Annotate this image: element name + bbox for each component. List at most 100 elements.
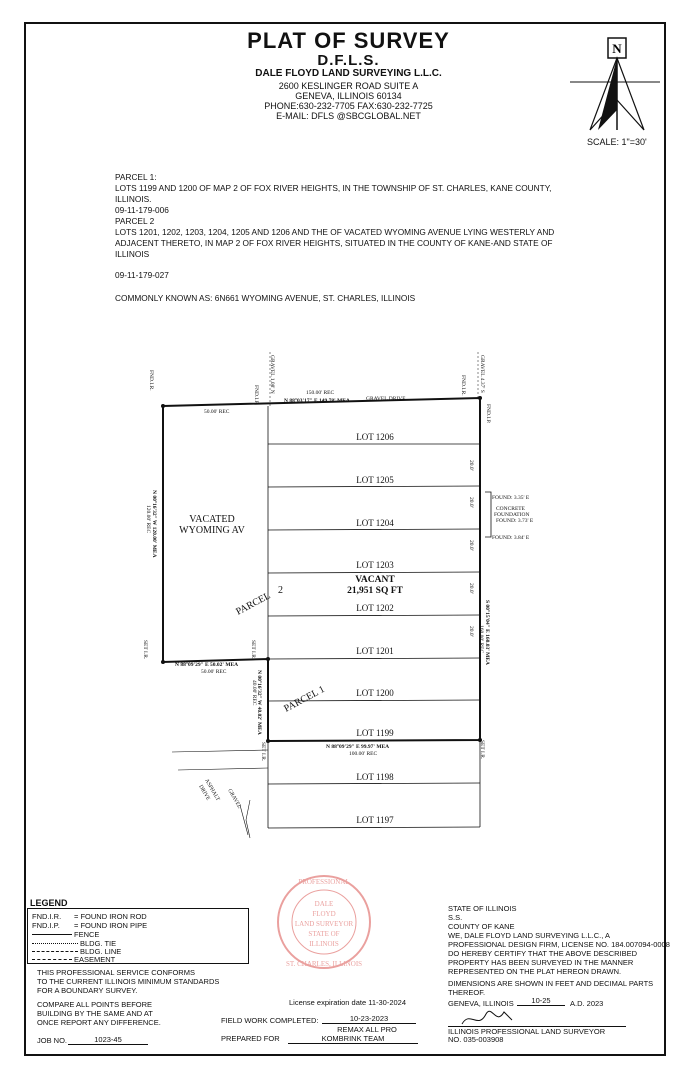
north-arrow-icon: N xyxy=(570,37,660,131)
license-expiration: License expiration date 11-30-2024 xyxy=(289,998,407,1007)
area-label: 21,951 SQ FT xyxy=(347,586,403,596)
cert-line-2: PROFESSIONAL DESIGN FIRM, LICENSE NO. 18… xyxy=(448,940,670,949)
lot-line xyxy=(267,528,481,531)
gravel-label: GRAVEL xyxy=(226,788,242,810)
prepared-for-1: REMAX ALL PRO xyxy=(337,1025,397,1034)
cert-year: A.D. 2023 xyxy=(570,999,604,1008)
lot-1197: LOT 1197 xyxy=(356,815,394,825)
inner-west-rec: 40.00' REC xyxy=(251,680,257,706)
bldg-line-line xyxy=(32,951,78,952)
conform-line-2: TO THE CURRENT ILLINOIS MINIMUM STANDARD… xyxy=(37,977,220,986)
dim-20-e: 20.0' xyxy=(468,626,474,637)
lot-1202: LOT 1202 xyxy=(356,603,394,613)
west-bearing: N 00°16'32" W 120.00' MEA xyxy=(151,490,158,558)
legend-bldg-tie: BLDG. TIE xyxy=(80,939,117,948)
inner-west-bearing: N 00°16'32" W 40.02' MEA xyxy=(256,670,263,735)
parcel-2-line-1: LOTS 1201, 1202, 1203, 1204, 1205 AND 12… xyxy=(115,227,555,237)
drawing-border xyxy=(24,22,666,1056)
dim-20-c: 20.0' xyxy=(468,540,474,551)
surveyor-seal: PROFESSIONAL ST. CHARLES, ILLINOIS DALE … xyxy=(277,875,371,969)
conform-line-3: FOR A BOUNDARY SURVEY. xyxy=(37,986,138,995)
wyoming-label: WYOMING AV xyxy=(179,525,245,536)
email-line: E-MAIL: DFLS @SBCGLOBAL.NET xyxy=(276,111,421,121)
top-bearing: N 88°03'17" E 149.78' MEA xyxy=(284,397,350,404)
legend-bldg-line: BLDG. LINE xyxy=(80,947,122,956)
concrete-label: CONCRETE xyxy=(496,506,526,512)
set-ir-mid: SET I.R. xyxy=(250,640,256,660)
gravel-drive: GRAVEL DRIVE xyxy=(366,396,406,402)
lot-line xyxy=(267,485,481,488)
legend-fir-key: FND.I.R. xyxy=(32,912,62,921)
seal-text-2: FLOYD xyxy=(312,910,335,918)
job-number: 1023-45 xyxy=(68,1035,148,1045)
lot-1200: LOT 1200 xyxy=(356,688,394,698)
parcel-1-line-2: ILLINOIS. xyxy=(115,194,152,204)
phone-line: PHONE:630-232-7705 FAX:630-232-7725 xyxy=(264,101,433,111)
common-address: COMMONLY KNOWN AS: 6N661 WYOMING AVENUE,… xyxy=(115,293,416,303)
seal-ring-top: PROFESSIONAL xyxy=(298,878,349,886)
seal-text-1: DALE xyxy=(315,900,334,908)
cert-state: STATE OF ILLINOIS xyxy=(448,904,517,913)
plat-title: PLAT OF SURVEY xyxy=(247,28,450,53)
surveyor-signature xyxy=(461,1010,513,1025)
fnd-ip-ne: FND.I.P. xyxy=(485,404,491,424)
lot-1203: LOT 1203 xyxy=(356,560,394,570)
parcel-2-label: PARCEL 2 xyxy=(115,216,155,226)
lot-1205: LOT 1205 xyxy=(356,475,394,485)
cert-line-3: DO HEREBY CERTIFY THAT THE ABOVE DESCRIB… xyxy=(448,949,638,958)
legend-easement: EASEMENT xyxy=(74,955,116,964)
cert-county: COUNTY OF KANE xyxy=(448,922,515,931)
surveyor-title: ILLINOIS PROFESSIONAL LAND SURVEYOR xyxy=(448,1026,626,1036)
lot-line xyxy=(267,826,481,829)
set-ir-w: SET I.R. xyxy=(142,640,148,660)
dimensions-line-1: DIMENSIONS ARE SHOWN IN FEET AND DECIMAL… xyxy=(448,979,654,988)
dimensions-line-2: THEREOF. xyxy=(448,988,486,997)
lot-line xyxy=(267,782,481,785)
parcel-2-pin: 09-11-179-027 xyxy=(115,270,169,280)
south-bearing: N 88°09'29" E 99.97' MEA xyxy=(326,743,389,750)
north-letter: N xyxy=(612,41,622,56)
job-label: JOB NO. xyxy=(37,1036,68,1045)
parcel-1-label: PARCEL 1: xyxy=(115,172,157,182)
scale-label: SCALE: 1"=30' xyxy=(587,137,647,147)
found-373: FOUND: 3.73' E xyxy=(496,518,534,524)
parcel-2-number: 2 xyxy=(278,585,283,596)
prepared-label: PREPARED FOR xyxy=(221,1034,280,1043)
fnd-ip-top: FND.I.P. xyxy=(253,385,259,405)
compare-line-2: BUILDING BY THE SAME AND AT xyxy=(37,1009,153,1018)
cert-place: GENEVA, ILLINOIS xyxy=(448,999,514,1008)
legend-box: FND.I.R. = FOUND IRON ROD FND.I.P. = FOU… xyxy=(27,908,249,964)
parcel-1-pin: 09-11-179-006 xyxy=(115,205,169,215)
vacant-label: VACANT xyxy=(355,575,395,585)
legend-title: LEGEND xyxy=(30,898,68,908)
dim-20-d: 20.0' xyxy=(468,583,474,594)
conform-line-1: THIS PROFESSIONAL SERVICE CONFORMS xyxy=(37,968,195,977)
compare-line-1: COMPARE ALL POINTS BEFORE xyxy=(37,1000,153,1009)
gravel-437: GRAVEL 4.37' S xyxy=(479,355,485,393)
found-384: FOUND: 3.84' E xyxy=(492,535,530,541)
parcel-1-line-1: LOTS 1199 AND 1200 OF MAP 2 OF FOX RIVER… xyxy=(115,183,552,193)
mid-rec: 50.00' REC xyxy=(201,669,227,675)
cert-ss: S.S. xyxy=(448,913,463,922)
seal-text-3: LAND SURVEYOR xyxy=(295,920,354,928)
lot-1201: LOT 1201 xyxy=(356,646,394,656)
address-line-2: GENEVA, ILLINOIS 60134 xyxy=(295,91,402,101)
lot-line xyxy=(267,699,481,702)
address-line-1: 2600 KESLINGER ROAD SUITE A xyxy=(278,81,419,91)
easement-line xyxy=(32,959,72,960)
legend-fir-val: = FOUND IRON ROD xyxy=(74,912,147,921)
lot-1199: LOT 1199 xyxy=(356,728,394,738)
seal-text-4: STATE OF xyxy=(308,930,339,938)
set-ir-se: SET I.R. xyxy=(479,740,485,760)
compare-line-3: ONCE REPORT ANY DIFFERENCE. xyxy=(37,1018,161,1027)
east-rec: 160.00' REC xyxy=(478,625,484,654)
lot-line xyxy=(267,614,481,617)
company-name: DALE FLOYD LAND SURVEYING L.L.C. xyxy=(255,68,442,79)
parcel-2-line-3: ILLINOIS xyxy=(115,249,150,259)
cert-line-5: REPRESENTED ON THE PLAT HEREON DRAWN. xyxy=(448,967,622,976)
top-rec: 150.00' REC xyxy=(306,390,335,396)
legend-fip-key: FND.I.P. xyxy=(32,921,60,930)
field-work-label: FIELD WORK COMPLETED: xyxy=(221,1016,319,1025)
lot-line xyxy=(267,657,481,660)
